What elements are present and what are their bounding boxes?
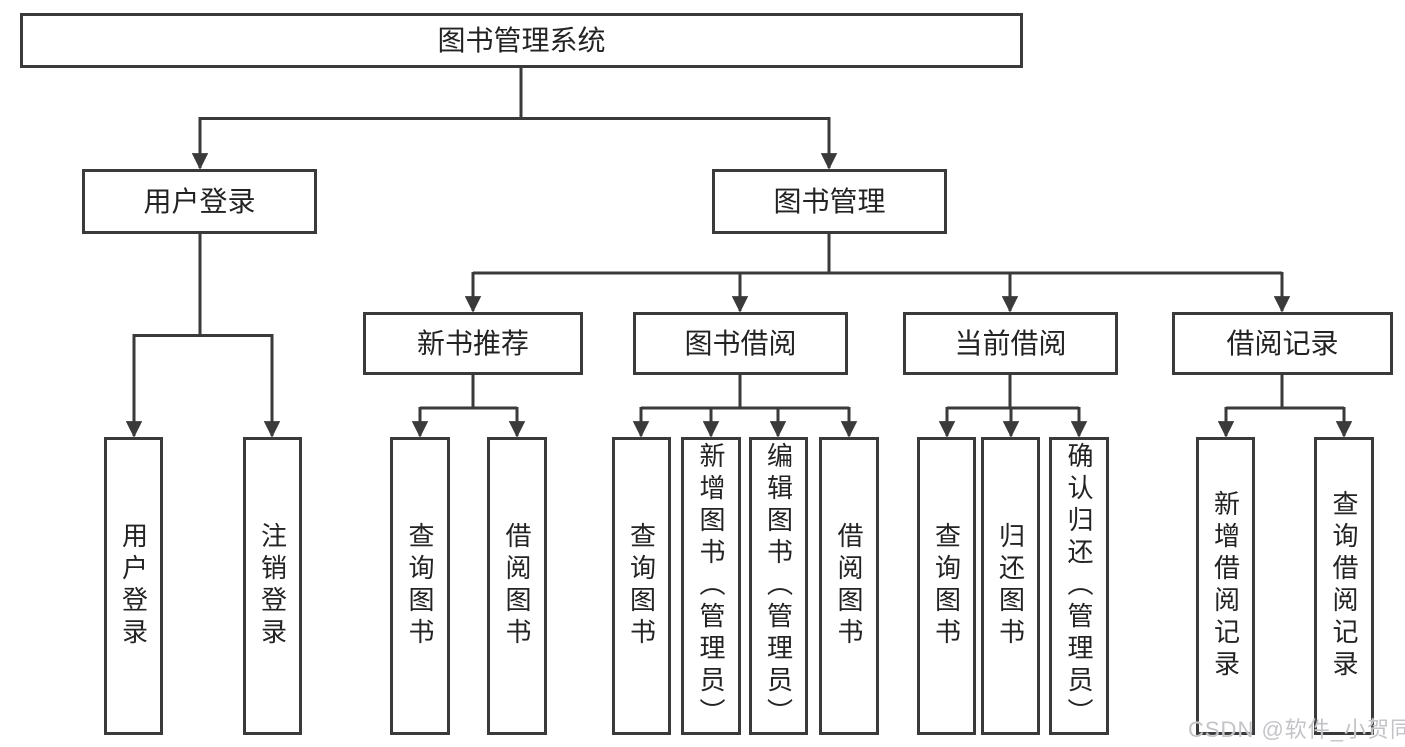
node-label: 新书推荐 [416,327,529,359]
node-book-manage-branch: 图书管理 [712,169,947,234]
leaf-confirm-return-admin: 确认归还（管理员） [1049,437,1109,735]
leaf-add-borrow-record: 新增借阅记录 [1196,437,1255,735]
node-label: 查询图书 [931,522,962,650]
node-label: 归还图书 [995,522,1026,650]
node-label: 确认归还（管理员） [1064,442,1094,730]
leaf-edit-book-admin: 编辑图书（管理员） [749,437,808,735]
node-label: 借阅记录 [1226,327,1339,359]
node-label: 新增图书（管理员） [696,442,726,730]
node-label: 注销登录 [257,522,288,650]
node-user-login-branch: 用户登录 [82,169,317,234]
leaf-add-book-admin: 新增图书（管理员） [681,437,741,735]
leaf-logout-login: 注销登录 [243,437,302,735]
node-book-borrow: 图书借阅 [633,312,848,375]
leaf-query-book-recommend: 查询图书 [390,437,450,735]
leaf-query-book-borrow: 查询图书 [612,437,671,735]
watermark: CSDN @软件_小贺同学 [1188,717,1405,742]
node-label: 借阅图书 [834,522,864,650]
node-label: 图书管理 [773,185,886,217]
node-label: 当前借阅 [954,327,1067,359]
leaf-user-login: 用户登录 [104,437,163,735]
node-label: 用户登录 [118,522,149,650]
node-borrow-records: 借阅记录 [1172,312,1393,375]
leaf-borrow-book-recommend: 借阅图书 [487,437,547,735]
node-label: 查询借阅记录 [1329,490,1359,682]
node-root-library-system: 图书管理系统 [20,13,1023,68]
node-label: 查询图书 [626,522,657,650]
node-label: 借阅图书 [502,522,532,650]
node-new-book-recommend: 新书推荐 [363,312,583,375]
node-label: 查询图书 [405,522,435,650]
node-current-borrow: 当前借阅 [903,312,1118,375]
leaf-query-book-current: 查询图书 [917,437,976,735]
leaf-query-borrow-record: 查询借阅记录 [1314,437,1374,735]
node-label: 新增借阅记录 [1210,490,1241,682]
leaf-return-book: 归还图书 [981,437,1040,735]
node-label: 用户登录 [143,185,256,217]
node-label: 图书借阅 [684,327,797,359]
leaf-borrow-book-borrow: 借阅图书 [819,437,879,735]
node-label: 图书管理系统 [437,24,606,56]
node-label: 编辑图书（管理员） [763,442,794,730]
